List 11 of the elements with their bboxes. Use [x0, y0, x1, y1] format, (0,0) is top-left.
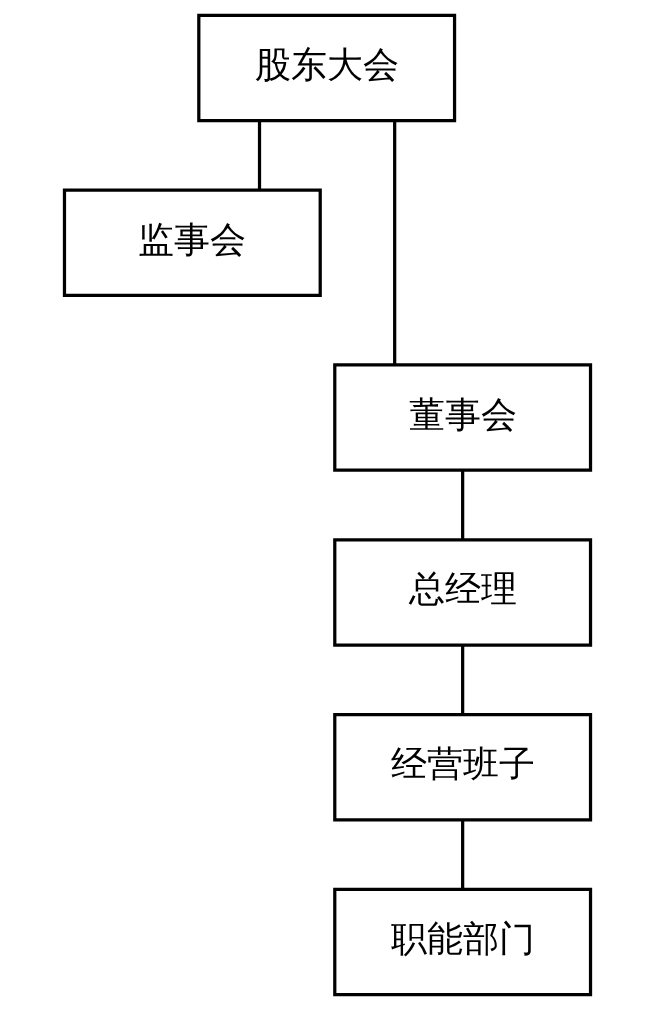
node-box: 经营班子 — [333, 713, 593, 822]
connector — [257, 120, 262, 191]
node-box: 董事会 — [333, 363, 593, 472]
node-box: 股东大会 — [197, 13, 457, 123]
connector — [461, 820, 465, 890]
node-box: 总经理 — [333, 538, 593, 647]
connector — [461, 645, 465, 715]
connector — [461, 470, 465, 540]
node-box: 监事会 — [62, 188, 322, 297]
node-box: 职能部门 — [333, 887, 593, 997]
connector — [393, 121, 397, 365]
